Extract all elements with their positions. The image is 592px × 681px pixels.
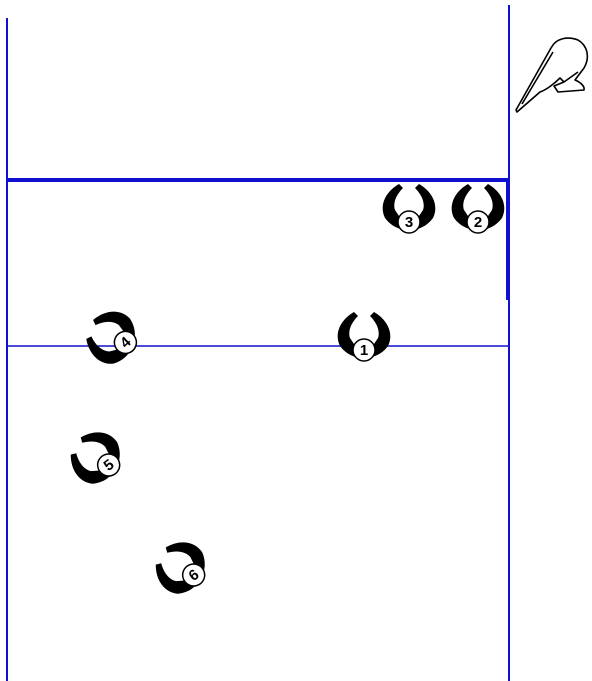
hand-serve-icon: [516, 38, 587, 112]
player-5: 5: [63, 423, 132, 493]
player-4: 4: [81, 305, 145, 371]
player-2: 2: [452, 184, 505, 233]
player-body-icon: [148, 533, 214, 602]
player-body-icon: [63, 423, 129, 492]
player-number-label: 2: [474, 214, 482, 231]
player-6: 6: [148, 533, 217, 603]
player-3: 3: [383, 184, 436, 233]
player-1: 1: [338, 312, 391, 361]
player-number-label: 1: [360, 342, 368, 359]
player-number-label: 3: [405, 214, 413, 231]
